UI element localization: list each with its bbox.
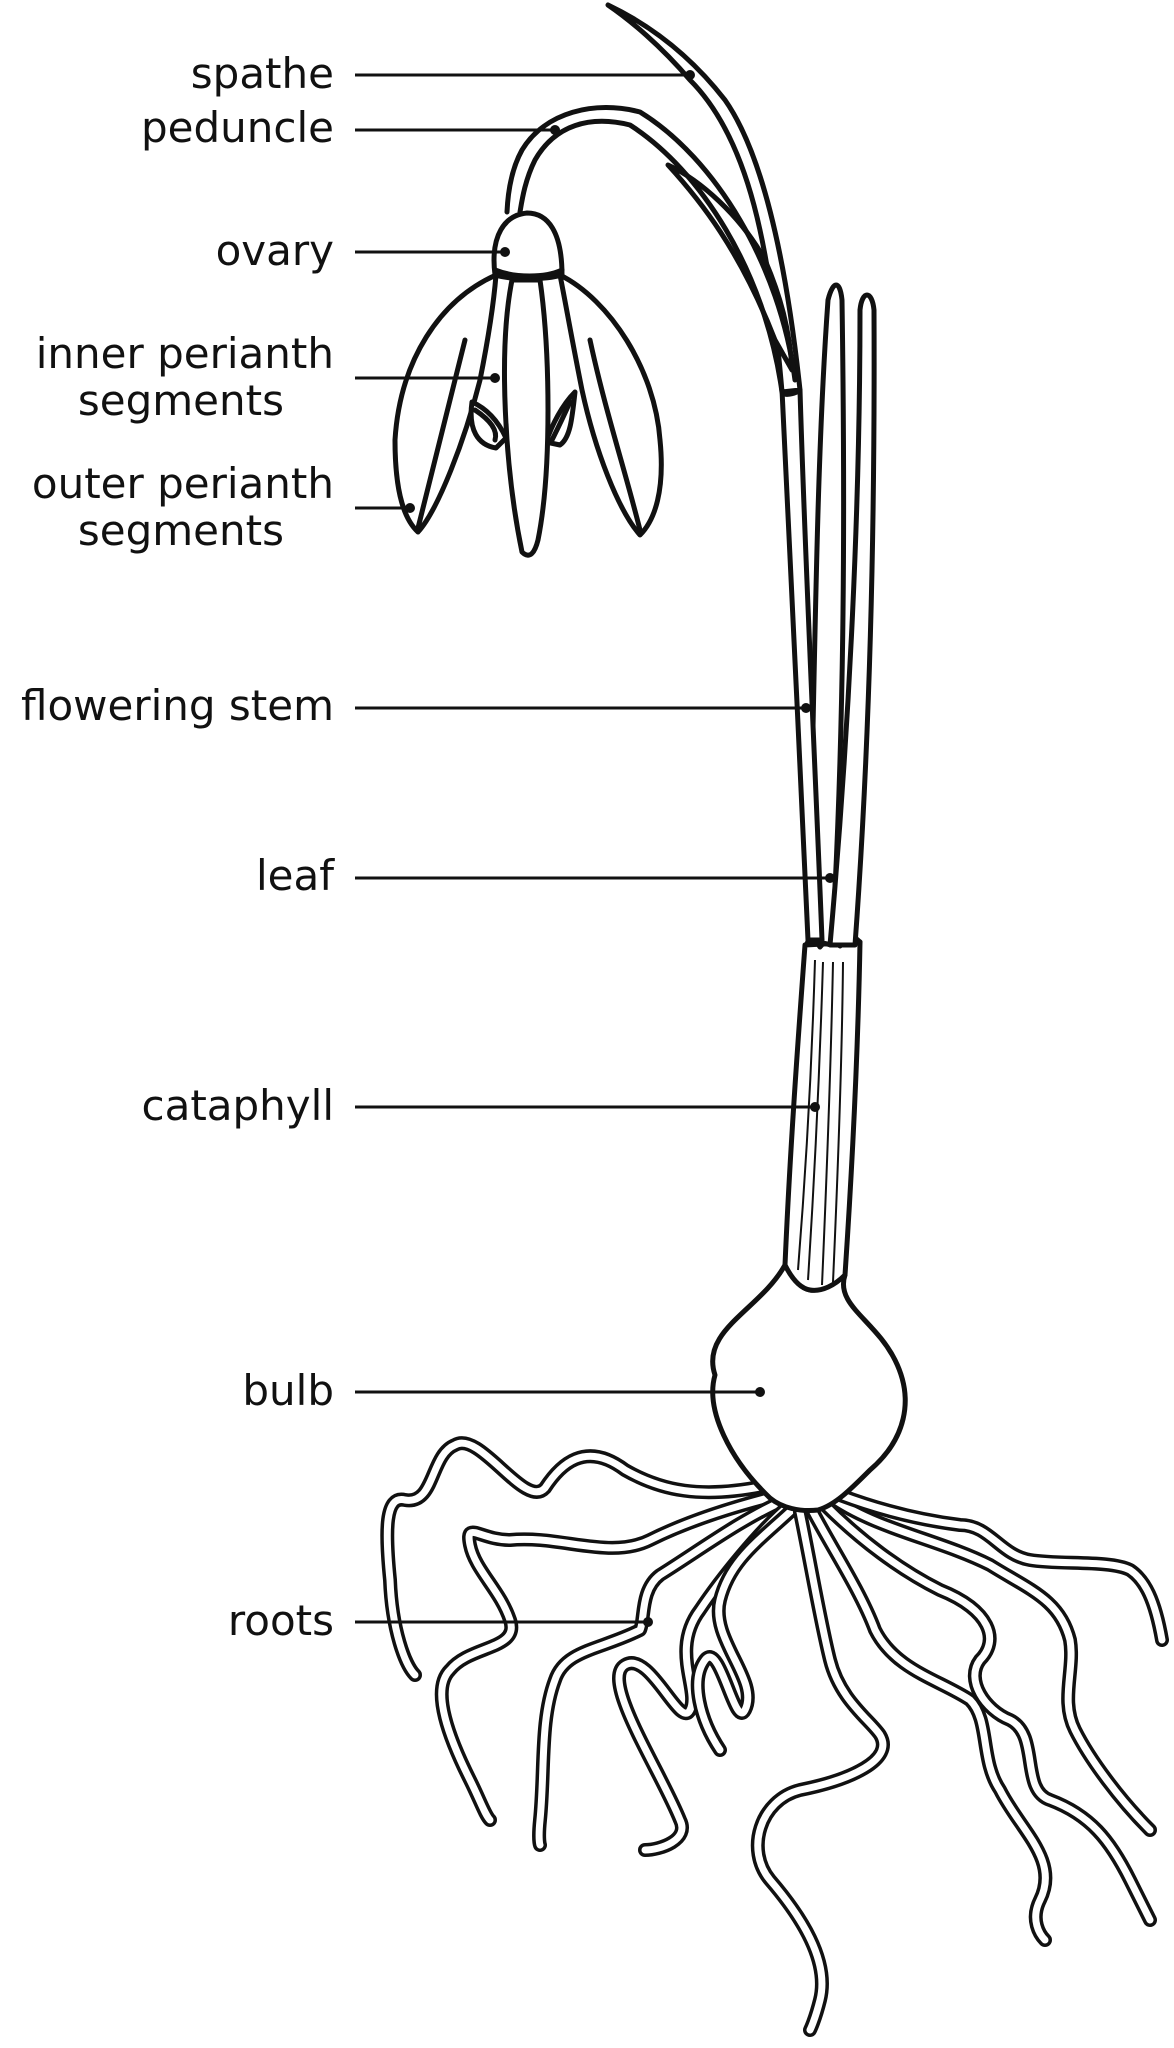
label-peduncle-text: peduncle xyxy=(141,103,334,152)
label-roots-text: roots xyxy=(228,1596,334,1645)
label-peduncle: peduncle xyxy=(141,103,560,152)
label-ovary: ovary xyxy=(216,226,510,275)
label-cataphyll: cataphyll xyxy=(141,1081,820,1130)
label-bulb: bulb xyxy=(242,1366,765,1415)
label-flowering-stem-text: flowering stem xyxy=(21,681,334,730)
label-inner-perianth-line2: segments xyxy=(78,376,284,425)
bulb-drawing xyxy=(713,1265,906,1511)
label-spathe: spathe xyxy=(191,49,695,98)
label-outer-perianth-line1: outer perianth xyxy=(32,459,334,508)
label-leaf: leaf xyxy=(256,851,835,900)
cataphyll-drawing xyxy=(785,935,860,1290)
roots-drawing xyxy=(387,1443,1162,2030)
root-1-core xyxy=(387,1443,770,1675)
label-bulb-text: bulb xyxy=(242,1366,334,1415)
label-roots: roots xyxy=(228,1596,653,1645)
label-inner-perianth-line1: inner perianth xyxy=(36,329,334,378)
label-ovary-text: ovary xyxy=(216,226,334,275)
plant-illustration xyxy=(387,5,1162,2030)
label-outer-perianth-line2: segments xyxy=(78,506,284,555)
label-leaf-text: leaf xyxy=(256,851,335,900)
root-1 xyxy=(387,1443,770,1675)
flower-drawing xyxy=(395,213,661,555)
label-flowering-stem: flowering stem xyxy=(21,681,811,730)
label-outer-perianth: outer perianth segments xyxy=(32,459,415,555)
label-spathe-text: spathe xyxy=(191,49,334,98)
label-cataphyll-text: cataphyll xyxy=(141,1081,334,1130)
